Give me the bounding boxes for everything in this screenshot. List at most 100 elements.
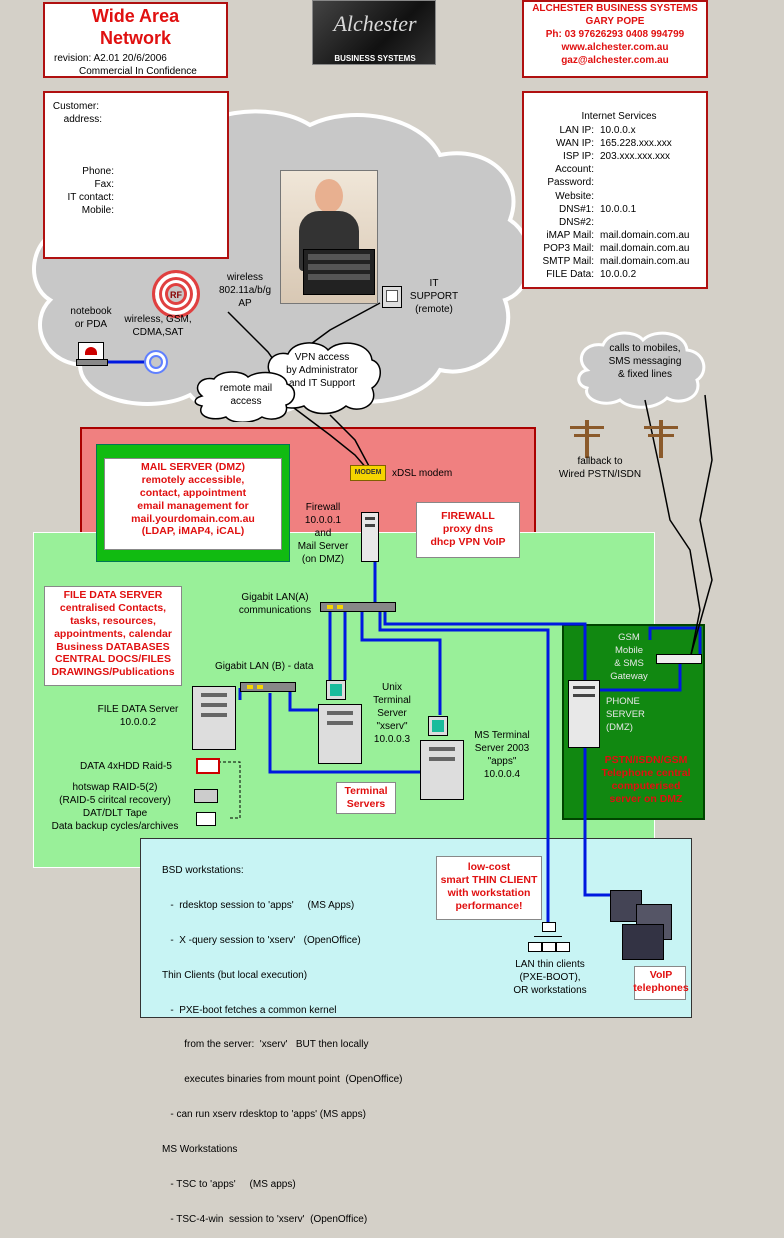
voip-line2: telephones <box>633 981 689 994</box>
mail-line2: remotely accessible, <box>141 473 245 486</box>
fw-line4: Mail Server <box>297 540 349 552</box>
ms-line1: MS Terminal <box>474 730 530 741</box>
title-line1: Wide Area <box>91 6 180 26</box>
internet-service-value: 10.0.0.2 <box>600 269 637 281</box>
hotswap-raid-icon <box>194 789 218 803</box>
fallback-line1: fallback to <box>577 456 623 467</box>
fs-line4: appointments, calendar <box>54 627 172 640</box>
internet-service-row: ISP IP:203.xxx.xxx.xxx <box>524 150 706 163</box>
phone-srv-line1: PHONE <box>606 696 640 707</box>
telephone-pole-icon-2 <box>636 420 686 458</box>
lan-thin-clients-icon <box>528 922 570 956</box>
title-box: Wide Area Network revision: A2.01 20/6/2… <box>43 2 228 78</box>
phone-cloud-line2: SMS messaging <box>608 355 682 367</box>
customer-label: Customer: <box>52 101 99 112</box>
rf-ap-icon: RF <box>152 270 200 318</box>
internet-service-row: iMAP Mail: mail.domain.com.au <box>524 229 706 242</box>
phone-srv-line3: (DMZ) <box>606 721 633 733</box>
mail-server-box: MAIL SERVER (DMZ) remotely accessible, c… <box>104 458 282 550</box>
fs-line2: centralised Contacts, <box>59 601 167 614</box>
lan-thin-line3: OR workstations <box>513 984 587 996</box>
fw-box-line2: proxy dns <box>442 522 494 535</box>
rf-client-icon <box>144 350 168 374</box>
switch-a-icon <box>320 602 396 612</box>
fw-line3: and <box>314 527 332 539</box>
mail-line4: email management for <box>137 499 249 512</box>
fw-line1: Firewall <box>305 502 341 513</box>
clients-zone <box>140 838 692 1018</box>
unix-line2: Terminal <box>373 694 411 706</box>
gsm-line2: CDMA,SAT <box>132 326 184 338</box>
xdsl-label: xDSL modem <box>392 468 453 479</box>
internet-service-row: Website: <box>524 190 706 203</box>
voip-box: VoIP telephones <box>633 966 689 1000</box>
client-note-9: MS Workstations <box>162 1144 238 1156</box>
notebook-icon <box>76 342 108 368</box>
it-line1: IT <box>429 278 439 289</box>
thin-line2: smart THIN CLIENT <box>440 873 538 886</box>
company-web[interactable]: www.alchester.com.au <box>561 41 669 53</box>
ms-terminal-pc-icon <box>428 716 448 736</box>
phone-cloud <box>577 331 706 409</box>
internet-service-key: WAN IP: <box>556 138 594 150</box>
logo-sub: BUSINESS SYSTEMS <box>334 54 416 63</box>
thin-line3: with workstation <box>447 886 531 899</box>
terminal-servers-box: Terminal Servers <box>336 782 396 814</box>
ms-line2: Server 2003 <box>474 742 530 754</box>
internet-service-value: mail.domain.com.au <box>600 256 690 267</box>
phone-box-line4: server on DMZ <box>609 792 683 805</box>
lan-thin-line1: LAN thin clients <box>515 959 585 970</box>
modem-icon: MODEM <box>350 465 386 481</box>
company-email[interactable]: gaz@alchester.com.au <box>561 54 669 66</box>
vpn-line2: by Administrator <box>286 364 358 376</box>
vpn-line1: VPN access <box>294 352 350 363</box>
server-rack-icon <box>303 249 375 295</box>
backup-line4: Data backup cycles/archives <box>51 820 179 832</box>
rf-label: RF <box>170 290 182 300</box>
internet-service-value: 10.0.0.1 <box>600 203 637 215</box>
internet-service-key: Account: <box>555 164 594 176</box>
phone-box-line1: PSTN/ISDN/GSM <box>604 754 688 766</box>
confidential-text: Commercial In Confidence <box>79 66 197 77</box>
revision-text: revision: A2.01 20/6/2006 <box>54 53 167 64</box>
internet-service-row: DNS#2: <box>524 216 706 229</box>
ms-terminal-server-icon <box>420 740 464 800</box>
ts-line1: Terminal <box>344 785 388 797</box>
internet-service-key: SMTP Mail: <box>542 256 595 267</box>
phone-server-icon <box>568 680 600 748</box>
internet-service-key: FILE Data: <box>546 269 594 281</box>
internet-title: Internet Services <box>581 111 657 122</box>
company-person: GARY POPE <box>585 15 645 27</box>
file-server-line1: FILE DATA Server <box>97 704 179 715</box>
internet-service-key: iMAP Mail: <box>546 229 594 241</box>
internet-service-value: 165.228.xxx.xxx <box>600 138 672 150</box>
ms-line3: "apps" <box>487 755 517 767</box>
gsm-line1: wireless, GSM, <box>124 314 192 325</box>
client-note-2: - rdesktop session to 'apps' (MS Apps) <box>162 899 355 911</box>
internet-service-row: DNS#1: 10.0.0.1 <box>524 203 706 216</box>
internet-service-key: LAN IP: <box>559 125 594 136</box>
fs-line3: tasks, resources, <box>70 614 156 627</box>
internet-service-row: WAN IP: 165.228.xxx.xxx <box>524 137 706 150</box>
internet-service-row: FILE Data: 10.0.0.2 <box>524 268 706 281</box>
company-box: ALCHESTER BUSINESS SYSTEMS GARY POPE Ph:… <box>522 0 708 78</box>
customer-box: Customer: address: Phone: Fax: IT contac… <box>43 91 229 259</box>
fs-line6: CENTRAL DOCS/FILES <box>55 653 171 666</box>
gsm-gateway-icon <box>656 654 702 664</box>
title-line2: Network <box>99 28 171 48</box>
remote-mail-cloud <box>194 371 296 422</box>
internet-service-key: DNS#1: <box>558 203 594 215</box>
fs-line1: FILE DATA SERVER <box>63 589 163 601</box>
ts-line2: Servers <box>346 797 386 810</box>
internet-service-value: mail.domain.com.au <box>600 229 690 241</box>
fs-line5: Business DATABASES <box>56 640 170 653</box>
voip-phone-icon <box>610 890 676 962</box>
client-note-7: executes binaries from mount point (Open… <box>162 1074 403 1086</box>
internet-service-row: SMTP Mail: mail.domain.com.au <box>524 255 706 268</box>
person-photo <box>280 170 378 304</box>
client-note-4: Thin Clients (but local execution) <box>162 969 308 981</box>
internet-service-key: ISP IP: <box>563 151 594 163</box>
client-note-3: - X -query session to 'xserv' (OpenOffic… <box>162 934 361 946</box>
company-name: ALCHESTER BUSINESS SYSTEMS <box>532 3 698 14</box>
